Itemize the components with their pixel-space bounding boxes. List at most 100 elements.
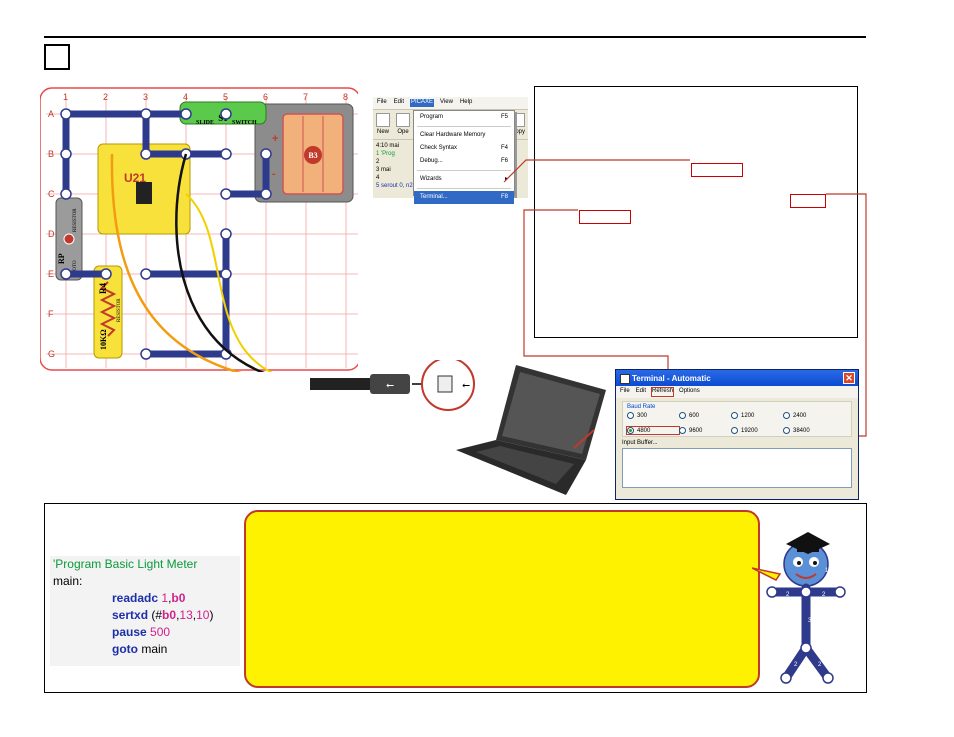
terminal-menu-options[interactable]: Options (679, 388, 700, 394)
snap-connector (180, 108, 192, 120)
baud-radio-9600[interactable]: 9600 (679, 427, 731, 434)
input-buffer-label: Input Buffer... (622, 440, 658, 446)
menu-picaxe[interactable]: PICAXE (410, 99, 435, 107)
editor-menubar: File Edit PICAXE View Help (373, 97, 528, 110)
snap-connector (220, 148, 232, 160)
battery-label: B3 (308, 151, 317, 160)
figure-number: 1 (825, 568, 829, 574)
terminal-window: Terminal - Automatic ✕ File Edit Refresh… (615, 369, 859, 500)
terminal-title: Terminal - Automatic (632, 373, 711, 383)
terminal-title-bar: Terminal - Automatic ✕ (616, 370, 858, 386)
baud-radio-1200[interactable]: 1200 (731, 412, 783, 419)
resistor-id: R4 (98, 283, 108, 294)
menu-help[interactable]: Help (459, 99, 473, 105)
column-label: 7 (303, 92, 308, 102)
step-checkbox[interactable] (44, 44, 70, 70)
menu-view[interactable]: View (440, 99, 453, 105)
terminal-app-icon (620, 374, 630, 384)
menu-item-terminal[interactable]: Terminal...F8 (414, 191, 514, 204)
code-line: 4 (376, 175, 380, 181)
column-label: 8 (343, 92, 348, 102)
close-icon[interactable]: ✕ (843, 372, 855, 384)
battery-minus: - (272, 168, 276, 180)
snap-connector (220, 228, 232, 240)
battery-plus: + (272, 133, 278, 145)
baud-radio-300[interactable]: 300 (627, 412, 679, 419)
snap-connector (60, 268, 72, 280)
ic-id: U21 (124, 171, 146, 185)
figure-number: 2 (794, 662, 798, 668)
row-label: G (48, 349, 55, 359)
open-button[interactable]: Ope (396, 113, 410, 136)
row-label: C (48, 189, 55, 199)
svg-text:⭠: ⭠ (462, 380, 470, 391)
baud-radio-38400[interactable]: 38400 (783, 427, 835, 434)
snap-connector (100, 268, 112, 280)
baud-rate-label: Baud Rate (627, 404, 656, 410)
row-label: B (48, 149, 54, 159)
code-line: 3 mai (376, 167, 391, 173)
terminal-menu-edit[interactable]: Edit (635, 388, 647, 394)
snap-connector (60, 188, 72, 200)
row-label: F (48, 309, 54, 319)
figure-number: 2 (786, 592, 790, 598)
instruction-box (534, 86, 858, 338)
code-line: 1 'Prog (376, 151, 395, 157)
snap-connector (140, 108, 152, 120)
program-label: main: (53, 574, 83, 588)
column-label: 5 (223, 92, 228, 102)
baud-rate-group: Baud Rate 300 600 1200 2400 4800 9600 19… (622, 401, 852, 437)
program-line-1: readadc 1,b0 (112, 591, 186, 605)
menu-edit[interactable]: Edit (393, 99, 405, 105)
laptop-image (456, 365, 606, 495)
figure-number: 3 (808, 618, 812, 624)
snap-connector (140, 268, 152, 280)
highlight-box-3 (790, 194, 826, 208)
terminal-menu-file[interactable]: File (620, 388, 630, 394)
switch-label-left: SLIDE (196, 120, 214, 126)
row-label: E (48, 269, 54, 279)
photo-resistor-id: RP (57, 253, 66, 264)
program-listing: 'Program Basic Light Meter main: readadc… (50, 556, 240, 666)
terminal-menubar: File Edit Refresh Options (616, 386, 858, 398)
usb-cable: ⭠ ⭠ (310, 360, 475, 411)
snap-connector (220, 108, 232, 120)
snap-connector (260, 188, 272, 200)
menu-item-debug[interactable]: Debug...F6 (420, 158, 508, 164)
program-comment: 'Program Basic Light Meter (53, 557, 198, 571)
snap-connector (140, 148, 152, 160)
figure-number: 2 (822, 592, 826, 598)
row-label: D (48, 229, 55, 239)
column-label: 4 (183, 92, 188, 102)
code-line: 4:10 mai (376, 143, 400, 149)
terminal-menu-refresh[interactable]: Refresh (651, 387, 675, 397)
svg-text:⭠: ⭠ (386, 380, 394, 391)
photo-resistor-label2: RESISTOR (73, 208, 78, 232)
menu-file[interactable]: File (377, 99, 387, 105)
baud-radio-2400[interactable]: 2400 (783, 412, 835, 419)
resistor-label: RESISTOR (117, 298, 122, 322)
snap-connector (260, 148, 272, 160)
snap-connector (140, 348, 152, 360)
baud-radio-19200[interactable]: 19200 (731, 427, 783, 434)
highlight-box-1 (691, 163, 743, 177)
menu-item-clear-memory[interactable]: Clear Hardware Memory (420, 132, 486, 138)
baud-radio-4800[interactable]: 4800 (626, 426, 680, 435)
column-label: 3 (143, 92, 148, 102)
new-button[interactable]: New (376, 113, 390, 136)
resistor-value: 10KΩ (99, 329, 108, 350)
open-folder-icon (396, 113, 410, 127)
program-line-3: pause 500 (112, 625, 171, 639)
speech-bubble (244, 510, 760, 688)
top-rule (44, 36, 866, 38)
program-panel (44, 503, 867, 693)
snap-connector (60, 148, 72, 160)
baud-radio-600[interactable]: 600 (679, 412, 731, 419)
input-buffer-field[interactable] (622, 448, 852, 488)
mascot-figure: 1 2 2 3 2 2 (752, 532, 846, 684)
snap-connector (60, 108, 72, 120)
code-line: 2 (376, 159, 380, 165)
